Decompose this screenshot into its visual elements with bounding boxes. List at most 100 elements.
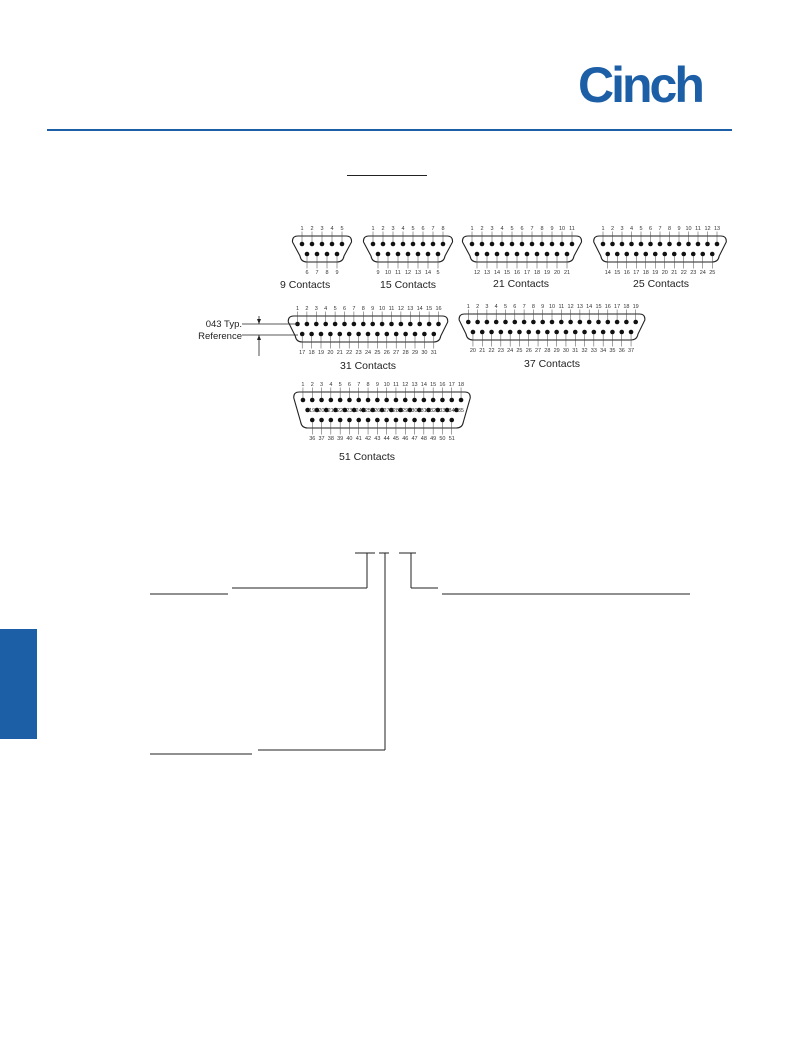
pin-11: [389, 321, 394, 327]
pin-number-label: 2: [311, 382, 314, 388]
pin-number-label: 7: [315, 270, 318, 276]
pin-number-label: 15: [614, 270, 620, 276]
pin-number-label: 20: [662, 270, 668, 276]
pin-8: [531, 319, 536, 325]
pin-number-label: 28: [403, 350, 409, 356]
pin-21: [337, 331, 343, 337]
pin-45: [393, 417, 399, 423]
pin-number-label: 25: [709, 270, 715, 276]
pin-number-label: 32: [430, 408, 436, 414]
pin-number-label: 44: [384, 436, 390, 442]
pin-number-label: 2: [476, 304, 479, 310]
pin-number-label: 20: [470, 348, 476, 354]
pin-number-label: 21: [328, 408, 334, 414]
header-rule: [47, 129, 732, 131]
pin-number-label: 6: [348, 382, 351, 388]
pin-23: [356, 331, 361, 337]
pin-number-label: 2: [480, 226, 483, 232]
label-31-contacts: 31 Contacts: [340, 360, 397, 372]
pin-1: [469, 241, 475, 247]
side-tab: [0, 629, 37, 739]
pin-number-label: 25: [516, 348, 522, 354]
pin-6: [304, 251, 310, 257]
pin-number-label: 1: [371, 226, 374, 232]
pin-number-label: 8: [532, 304, 535, 310]
pin-number-label: 51: [449, 436, 455, 442]
pin-number-label: 18: [623, 304, 629, 310]
pin-1: [370, 241, 376, 247]
pin-7: [351, 321, 357, 327]
pin-17: [633, 251, 639, 257]
pin-number-label: 17: [614, 304, 620, 310]
pin-10: [549, 319, 555, 325]
pin-24: [700, 251, 706, 257]
pin-1: [466, 319, 471, 325]
label-37-contacts: 37 Contacts: [524, 358, 581, 370]
pin-number-label: 26: [374, 408, 380, 414]
pin-3: [314, 321, 319, 327]
pin-number-label: 9: [541, 304, 544, 310]
pin-number-label: 32: [581, 348, 587, 354]
reference-line-2: Reference: [198, 331, 242, 342]
pin-number-label: 14: [425, 270, 431, 276]
pin-35: [610, 329, 615, 335]
pin-10: [379, 321, 385, 327]
pin-number-label: 30: [411, 408, 417, 414]
pin-number-label: 21: [671, 270, 677, 276]
pin-number-label: 5: [504, 304, 507, 310]
pin-number-label: 3: [620, 226, 623, 232]
pin-21: [671, 251, 677, 257]
pin-number-label: 11: [569, 226, 575, 232]
pin-14: [494, 251, 500, 257]
pin-8: [324, 251, 330, 257]
pin-8: [440, 241, 446, 247]
pin-9: [676, 241, 682, 247]
pin-31: [572, 329, 578, 335]
pin-13: [415, 251, 421, 257]
pin-12: [398, 321, 404, 327]
pin-6: [648, 241, 653, 247]
pin-27: [393, 331, 399, 337]
pin-number-label: 27: [393, 350, 399, 356]
pin-11: [559, 319, 564, 325]
pin-number-label: 23: [690, 270, 696, 276]
pin-42: [365, 417, 371, 423]
pin-number-label: 36: [309, 436, 315, 442]
pin-number-label: 15: [504, 270, 510, 276]
pin-number-label: 6: [649, 226, 652, 232]
pin-20: [314, 407, 320, 413]
label-51-contacts: 51 Contacts: [339, 451, 396, 463]
pin-20: [328, 331, 333, 337]
pin-22: [681, 251, 687, 257]
title-underline: [347, 175, 427, 176]
pin-13: [412, 397, 417, 403]
pin-25: [517, 329, 522, 335]
pin-number-label: 20: [327, 350, 333, 356]
pin-4: [629, 241, 634, 247]
pin-number-label: 13: [415, 270, 421, 276]
pin-number-label: 6: [305, 270, 308, 276]
pin-2: [475, 319, 480, 325]
pin-number-label: 11: [395, 270, 401, 276]
pin-9: [375, 251, 381, 257]
pin-number-label: 12: [568, 304, 574, 310]
pin-number-label: 2: [611, 226, 614, 232]
pin-number-label: 5: [436, 270, 439, 276]
pin-33: [435, 407, 441, 413]
pin-7: [521, 319, 527, 325]
reference-dimension-marker: [242, 316, 298, 356]
pin-14: [605, 251, 611, 257]
pin-number-label: 19: [309, 408, 315, 414]
pin-16: [440, 397, 445, 403]
pin-number-label: 9: [550, 226, 553, 232]
pin-number-label: 24: [507, 348, 513, 354]
pin-15: [426, 321, 432, 327]
pin-9: [540, 319, 545, 325]
pin-40: [347, 417, 352, 423]
pin-number-label: 1: [601, 226, 604, 232]
pin-24: [365, 331, 371, 337]
pin-number-label: 4: [630, 226, 633, 232]
